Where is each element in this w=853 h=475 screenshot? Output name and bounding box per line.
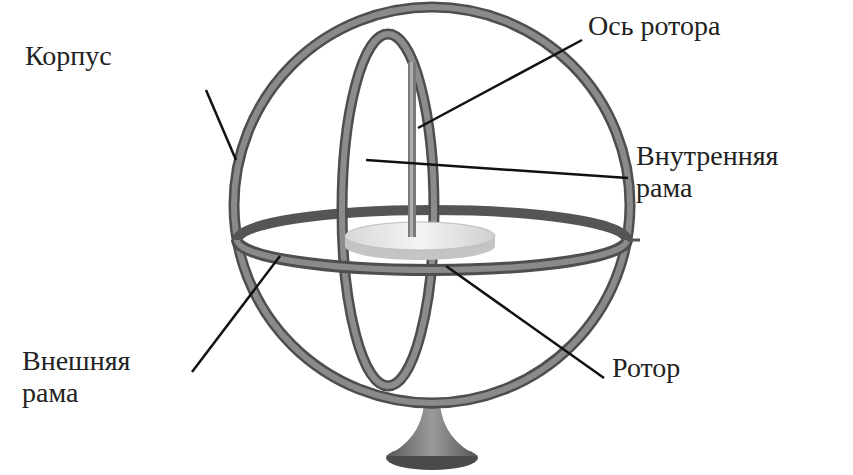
housing-ring (234, 7, 630, 403)
inner-frame-face (342, 34, 434, 386)
rotor-axis (408, 62, 416, 237)
part-label: Ротор (612, 352, 680, 384)
rotor-axis-highlight (410, 62, 413, 237)
pivot (627, 239, 640, 242)
part-label: Внутренняя рама (636, 140, 811, 204)
stand (386, 401, 478, 470)
part-label: Внешняя рама (22, 345, 172, 409)
outer-frame-face (237, 240, 627, 270)
part-label: Корпус (25, 40, 112, 72)
inner-frame (342, 34, 434, 386)
housing-ring-face (234, 7, 630, 403)
part-label: Ось ротора (588, 10, 720, 42)
leader-lines (192, 40, 628, 378)
outer-frame-front (237, 240, 627, 270)
rotor (345, 222, 495, 260)
